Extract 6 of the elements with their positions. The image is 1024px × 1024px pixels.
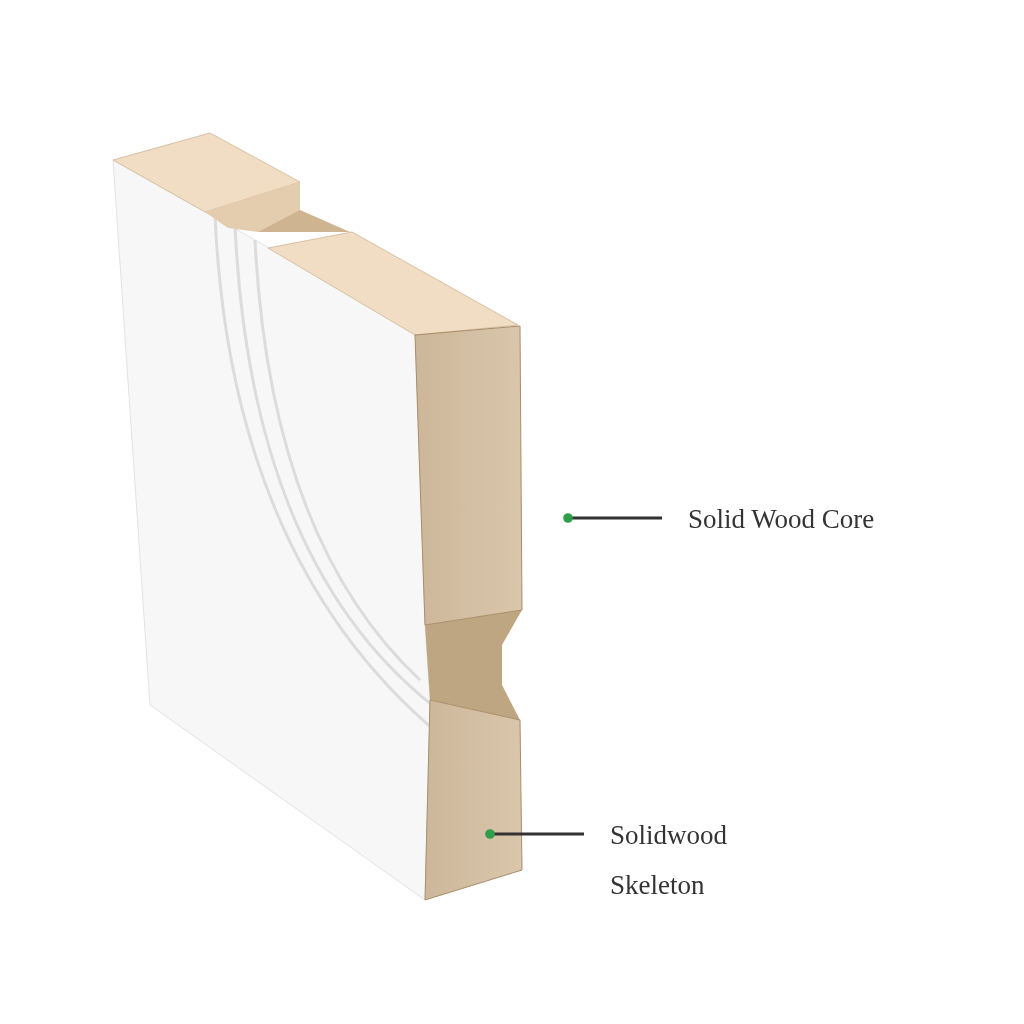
leader-line xyxy=(485,829,584,839)
wood-section xyxy=(424,699,523,901)
wood-section xyxy=(414,325,523,626)
part-label: Solidwood Skeleton xyxy=(610,810,810,910)
leader-line xyxy=(563,513,662,523)
part-label: Solid Wood Core xyxy=(688,494,978,544)
